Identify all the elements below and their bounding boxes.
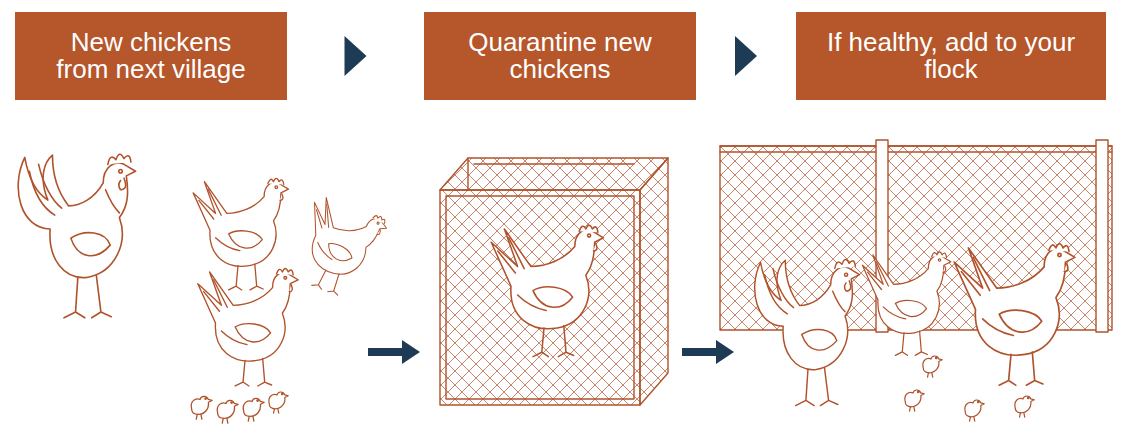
step-box: Quarantine new chickens <box>424 12 696 100</box>
cage-top <box>440 158 668 190</box>
step-label: Quarantine new chickens <box>454 29 666 82</box>
hen-figure <box>862 252 950 356</box>
step-box: New chickens from next village <box>15 12 287 100</box>
new-chickens <box>18 154 390 423</box>
cage-frame <box>468 158 634 190</box>
fence-post <box>1096 140 1108 332</box>
illustration-arrows <box>368 340 734 364</box>
rooster-figure <box>755 259 860 405</box>
flow-arrow <box>345 36 367 76</box>
flow-arrowhead <box>402 340 420 364</box>
mother-hen <box>198 268 298 386</box>
hen-figure <box>954 244 1075 385</box>
chick-figure <box>965 400 984 421</box>
chick-figure <box>923 356 942 377</box>
flow-arrowhead <box>716 340 734 364</box>
quarantine-cage <box>440 158 668 405</box>
chick-figure <box>217 400 238 423</box>
step-label: If healthy, add to your flock <box>826 29 1076 82</box>
rooster-figure <box>18 154 135 318</box>
chick-figure <box>905 390 924 411</box>
flow-arrow <box>368 348 404 356</box>
chick-figure <box>243 398 264 421</box>
cage-front <box>440 190 640 405</box>
flow-arrow <box>682 348 718 356</box>
step-label: New chickens from next village <box>45 29 257 82</box>
chick-figure <box>1015 396 1034 417</box>
quarantined-hen <box>491 225 603 356</box>
chick-figure <box>191 396 212 419</box>
flock-pen <box>720 140 1112 421</box>
hen-figure <box>193 178 288 290</box>
flow-arrow <box>735 36 757 76</box>
cage-side <box>640 158 668 405</box>
pecking-hen <box>285 192 390 304</box>
chick-figure <box>269 392 288 413</box>
fence-rail <box>720 146 1112 152</box>
step-box: If healthy, add to your flock <box>796 12 1106 100</box>
cage-frame <box>446 196 634 399</box>
